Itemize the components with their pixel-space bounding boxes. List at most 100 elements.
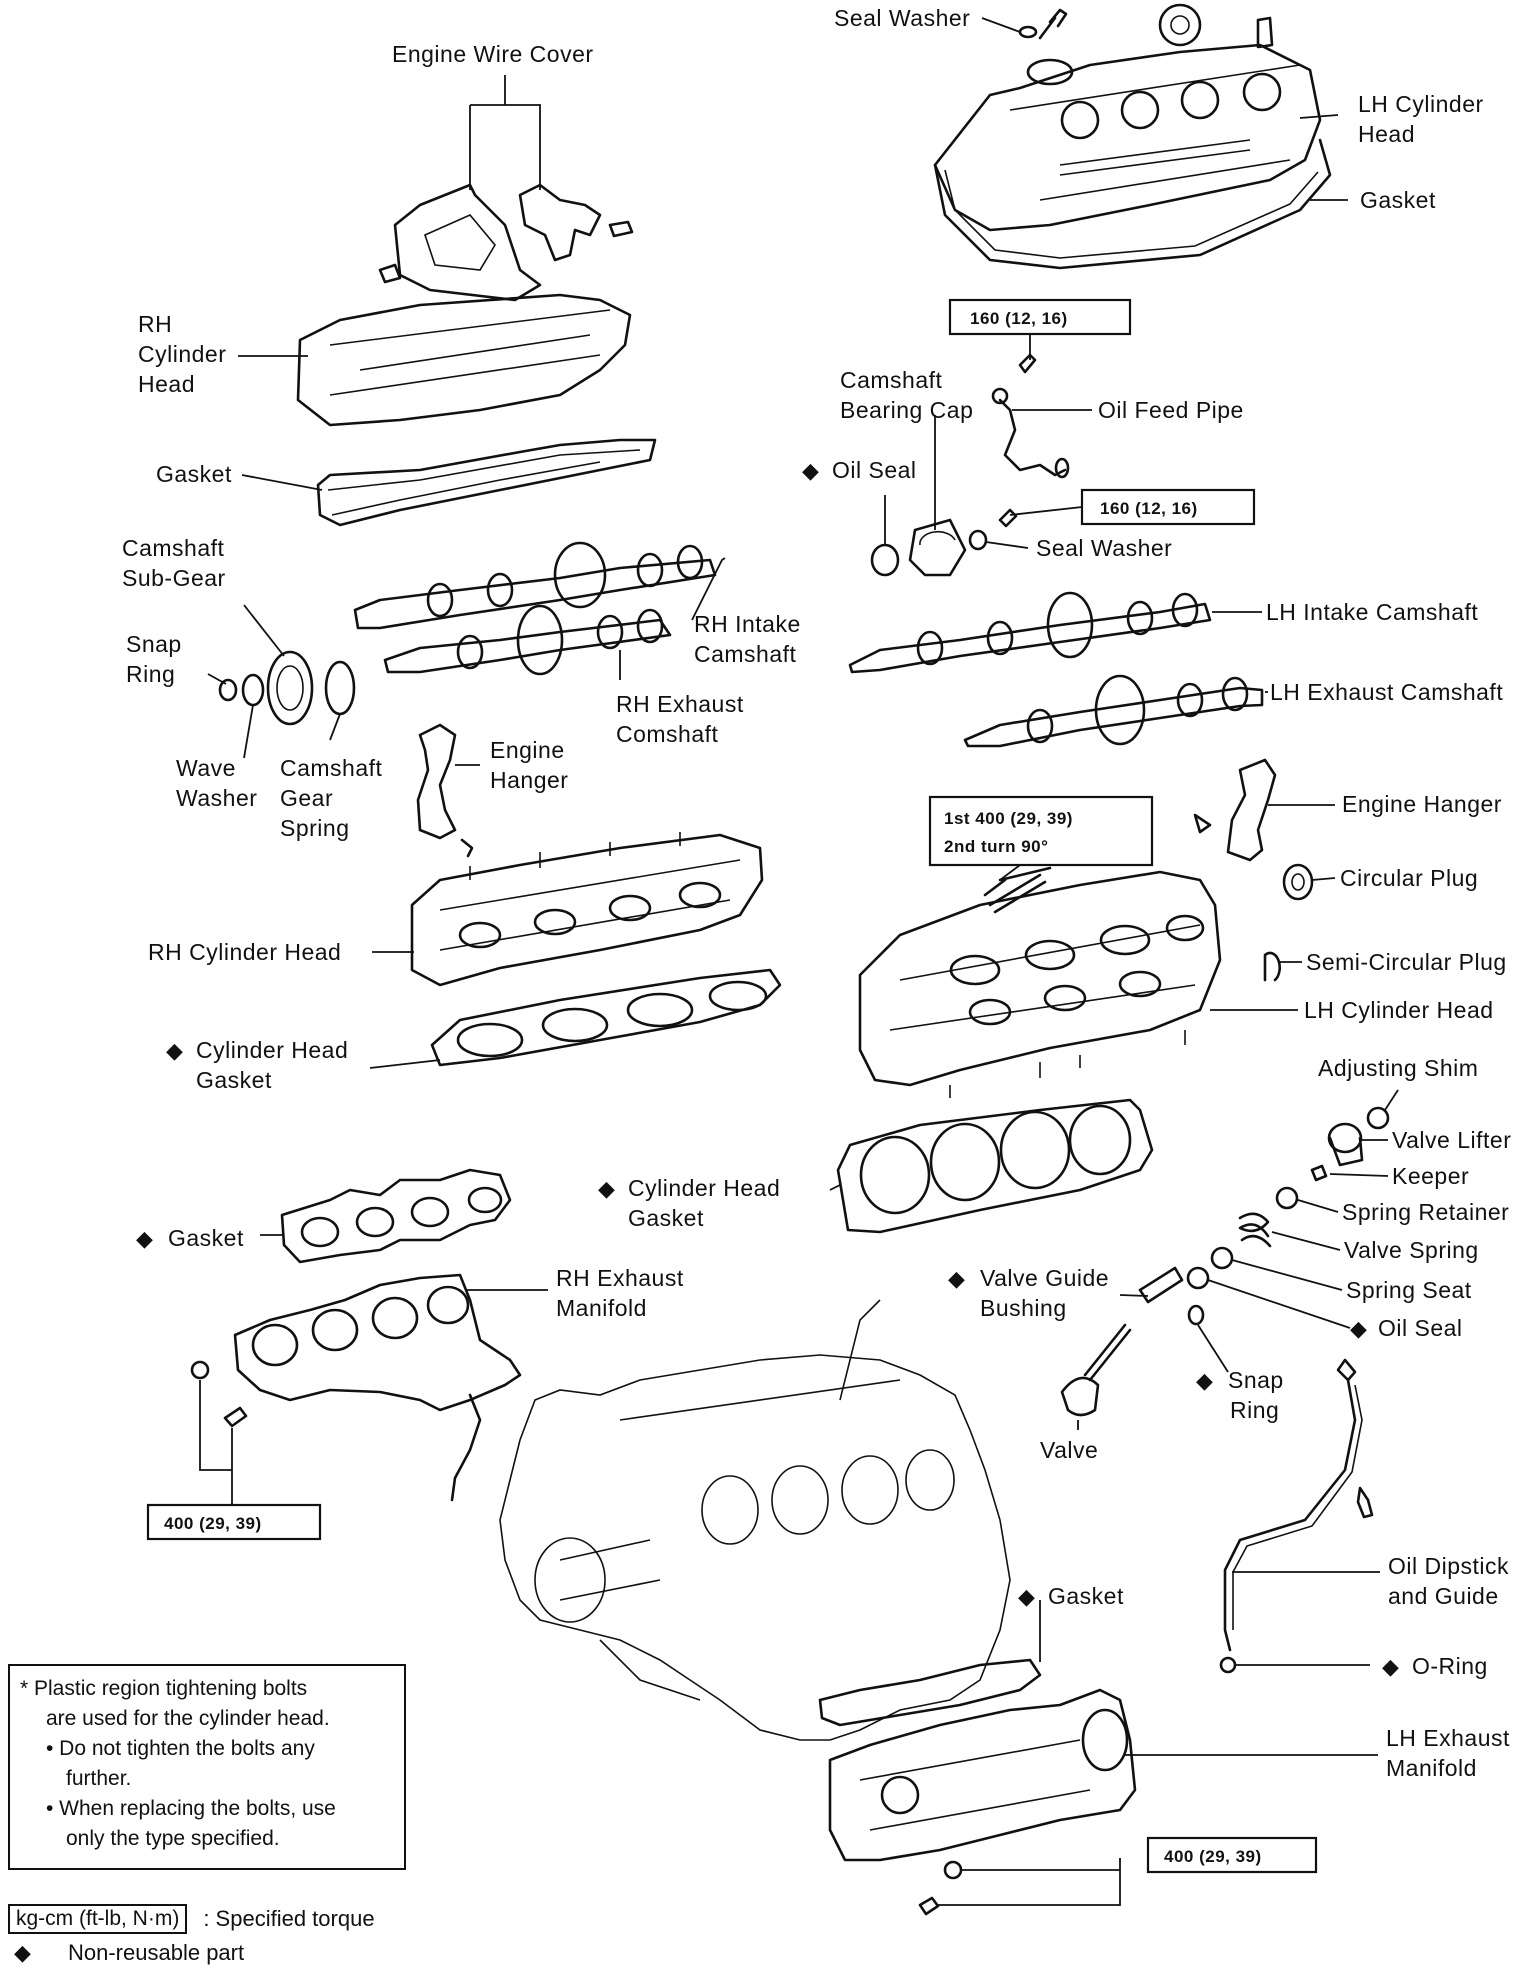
note-line-1: * Plastic region tightening bolts <box>20 1677 308 1700</box>
note-line-2: are used for the cylinder head. <box>46 1707 330 1730</box>
lh-cylinder-head-drawing <box>858 866 1222 1098</box>
torque-spec-oil-feed-lower: 160 (12, 16) <box>1009 488 1256 526</box>
label-camshaft-sub-gear-line1: Camshaft <box>122 535 225 561</box>
label-gasket-rh-cover: Gasket <box>156 461 232 487</box>
label-gasket-rh-manifold: Gasket <box>168 1225 244 1251</box>
label-camshaft-gear-spring-line3: Spring <box>280 815 349 841</box>
label-rh-intake-camshaft-line1: RH Intake <box>694 611 801 637</box>
label-valve-lifter: Valve Lifter <box>1392 1127 1511 1153</box>
label-engine-wire-cover: Engine Wire Cover <box>392 41 594 67</box>
label-camshaft-gear-spring-line2: Gear <box>280 785 333 811</box>
valve-train-drawing <box>1060 1106 1390 1417</box>
label-rh-exhaust-manifold-line2: Manifold <box>556 1295 647 1321</box>
label-valve: Valve <box>1040 1437 1098 1463</box>
label-rh-exhaust-camshaft-line1: RH Exhaust <box>616 691 744 717</box>
label-rh-intake-camshaft-line2: Camshaft <box>694 641 797 667</box>
label-cylinder-head-gasket-rh-line1: Cylinder Head <box>196 1037 348 1063</box>
plastic-region-bolt-note: * Plastic region tightening bolts are us… <box>8 1664 406 1870</box>
label-rh-cylinder-head-cover-line2: Cylinder <box>138 341 226 367</box>
rh-camshafts-drawing <box>353 541 717 676</box>
lh-camshafts-drawing <box>848 591 1264 748</box>
torque-head-bolt-line2: 2nd turn 90° <box>944 837 1048 856</box>
label-valve-spring: Valve Spring <box>1344 1237 1479 1263</box>
rh-cylinder-head-drawing <box>410 832 764 987</box>
label-o-ring: O-Ring <box>1412 1653 1488 1679</box>
torque-oil-feed-upper-text: 160 (12, 16) <box>970 309 1068 328</box>
note-line-4: further. <box>66 1767 132 1790</box>
label-snap-ring-valve-line1: Snap <box>1228 1367 1284 1393</box>
label-snap-ring-line2: Ring <box>126 661 175 687</box>
label-lh-exhaust-manifold-line1: LH Exhaust <box>1386 1725 1510 1751</box>
label-lh-intake-camshaft: LH Intake Camshaft <box>1266 599 1478 625</box>
nonreusable-marker-o-ring: ◆ <box>1382 1654 1399 1679</box>
rh-cylinder-head-cover-drawing <box>296 293 632 427</box>
nonreusable-marker-valve-guide: ◆ <box>948 1266 965 1291</box>
label-semi-circular-plug: Semi-Circular Plug <box>1306 949 1507 975</box>
note-line-5: • When replacing the bolts, use <box>46 1797 336 1820</box>
label-circular-plug: Circular Plug <box>1340 865 1478 891</box>
rh-head-gasket-drawing <box>430 968 782 1067</box>
lh-head-gasket-drawing <box>836 1098 1154 1234</box>
rh-exhaust-manifold-drawing <box>190 1273 522 1502</box>
label-wave-washer-line2: Washer <box>176 785 257 811</box>
label-engine-hanger-rh-line1: Engine <box>490 737 565 763</box>
label-spring-seat: Spring Seat <box>1346 1277 1472 1303</box>
legend-nonreusable-symbol: ◆ <box>14 1940 31 1965</box>
label-keeper: Keeper <box>1392 1163 1469 1189</box>
engine-wire-cover-drawing <box>378 183 634 302</box>
note-line-6: only the type specified. <box>66 1827 280 1850</box>
nonreusable-marker-cyl-head-gasket-lh: ◆ <box>598 1176 615 1201</box>
sub-gear-parts-drawing <box>218 650 356 726</box>
legend-torque-key: kg-cm (ft-lb, N·m) <box>8 1904 188 1934</box>
seal-washer-bolt-top-drawing <box>1018 3 1274 49</box>
label-valve-guide-bushing-line2: Bushing <box>980 1295 1067 1321</box>
lh-engine-hanger-drawing <box>1193 758 1314 982</box>
label-seal-washer-mid: Seal Washer <box>1036 535 1172 561</box>
label-engine-hanger-rh-line2: Hanger <box>490 767 568 793</box>
label-spring-retainer: Spring Retainer <box>1342 1199 1509 1225</box>
nonreusable-marker-oil-seal-cam: ◆ <box>802 458 819 483</box>
label-engine-hanger-lh: Engine Hanger <box>1342 791 1502 817</box>
torque-oil-feed-lower-text: 160 (12, 16) <box>1100 499 1198 518</box>
rh-cover-gasket-drawing <box>316 438 657 527</box>
label-lh-cylinder-head: LH Cylinder Head <box>1304 997 1494 1023</box>
engine-block-drawing <box>499 1299 1011 1741</box>
legend-torque-desc: : Specified torque <box>203 1906 375 1931</box>
label-oil-dipstick-line1: Oil Dipstick <box>1388 1553 1509 1579</box>
note-line-3: • Do not tighten the bolts any <box>46 1737 315 1760</box>
label-adjusting-shim: Adjusting Shim <box>1318 1055 1478 1081</box>
label-rh-cylinder-head: RH Cylinder Head <box>148 939 341 965</box>
label-rh-cylinder-head-cover-line1: RH <box>138 311 172 337</box>
label-camshaft-sub-gear-line2: Sub-Gear <box>122 565 226 591</box>
label-gasket-lh-cover: Gasket <box>1360 187 1436 213</box>
label-cylinder-head-gasket-lh-line1: Cylinder Head <box>628 1175 780 1201</box>
label-oil-dipstick-line2: and Guide <box>1388 1583 1499 1609</box>
torque-spec-oil-feed-upper: 160 (12, 16) <box>948 298 1132 360</box>
label-rh-exhaust-camshaft-line2: Comshaft <box>616 721 719 747</box>
label-snap-ring-line1: Snap <box>126 631 182 657</box>
torque-rh-manifold-text: 400 (29, 39) <box>164 1514 262 1533</box>
nonreusable-marker-gasket-lh-manifold: ◆ <box>1018 1584 1035 1609</box>
legend-nonreusable-row: ◆ Non-reusable part <box>8 1936 375 1970</box>
label-lh-cylinder-head-cover-line2: Head <box>1358 121 1415 147</box>
label-cylinder-head-gasket-rh-line2: Gasket <box>196 1067 272 1093</box>
label-valve-guide-bushing-line1: Valve Guide <box>980 1265 1109 1291</box>
label-lh-cylinder-head-cover-line1: LH Cylinder <box>1358 91 1484 117</box>
label-gasket-lh-manifold: Gasket <box>1048 1583 1124 1609</box>
label-snap-ring-valve-line2: Ring <box>1230 1397 1279 1423</box>
label-lh-exhaust-camshaft: LH Exhaust Camshaft <box>1270 679 1503 705</box>
label-rh-exhaust-manifold-line1: RH Exhaust <box>556 1265 684 1291</box>
label-camshaft-bearing-cap-line2: Bearing Cap <box>840 397 973 423</box>
torque-spec-lh-manifold: 400 (29, 39) <box>1146 1836 1318 1874</box>
oil-dipstick-drawing <box>1219 1358 1374 1674</box>
label-seal-washer-top: Seal Washer <box>834 5 970 31</box>
nonreusable-marker-gasket-rh-manifold: ◆ <box>136 1226 153 1251</box>
rh-engine-hanger-drawing <box>416 723 474 858</box>
label-cylinder-head-gasket-lh-line2: Gasket <box>628 1205 704 1231</box>
label-oil-seal-cam: Oil Seal <box>832 457 917 483</box>
nonreusable-marker-snap-ring-valve: ◆ <box>1196 1368 1213 1393</box>
torque-spec-rh-manifold: 400 (29, 39) <box>146 1503 322 1541</box>
label-lh-exhaust-manifold-line2: Manifold <box>1386 1755 1477 1781</box>
camshaft-bearing-cap-drawing <box>870 353 1070 577</box>
